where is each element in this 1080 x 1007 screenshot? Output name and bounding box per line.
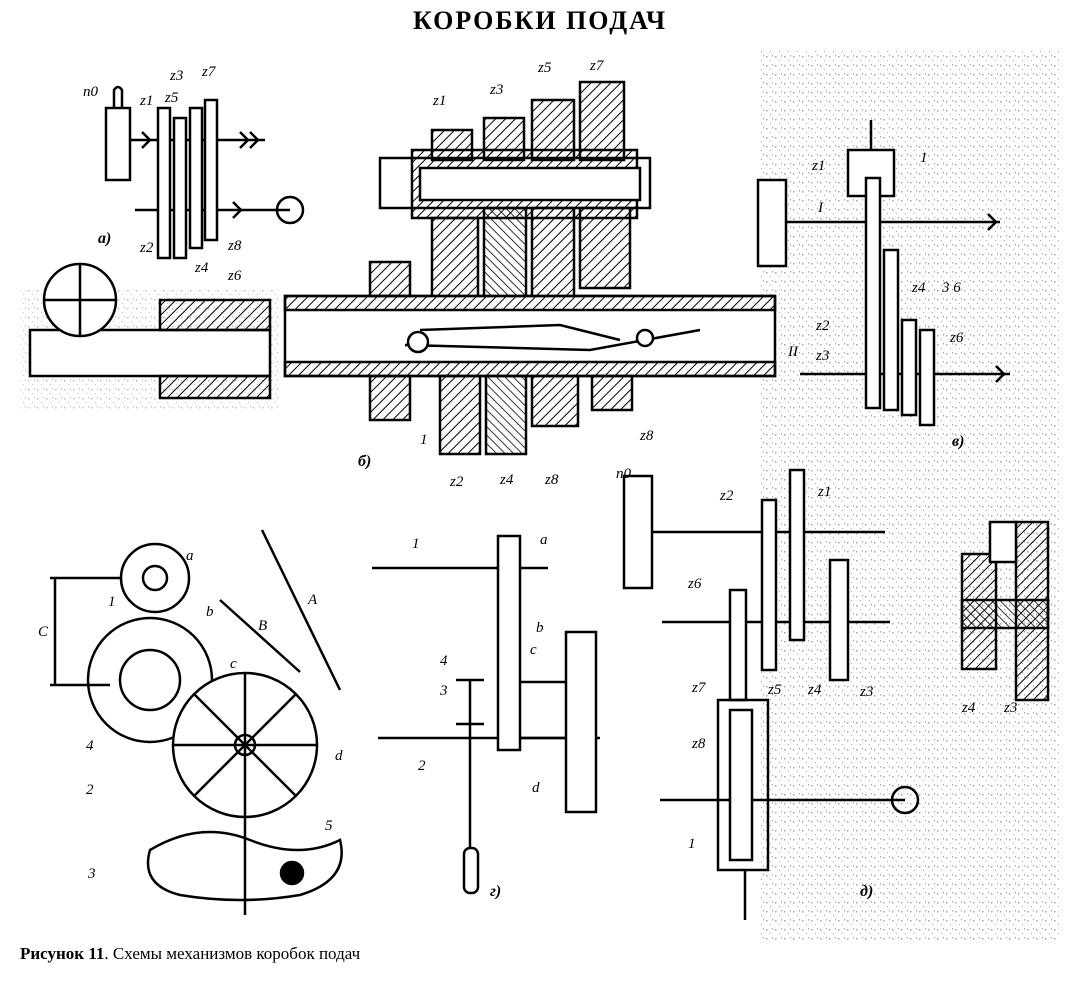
label-gear-5: 5 xyxy=(325,818,333,834)
label-d-z7: z7 xyxy=(691,680,707,696)
label-g-b: b xyxy=(536,620,544,636)
label-v-z6: z6 xyxy=(949,330,964,346)
label-d-z2: z2 xyxy=(719,488,734,504)
scheme-a-labels: n0 z1 z3 z5 z7 z2 z4 z6 z8 xyxy=(83,64,242,284)
label-d-z3: z3 xyxy=(859,684,873,700)
side-sliding-gear-detail xyxy=(960,520,1050,702)
label-a-z4: z4 xyxy=(194,260,209,276)
page-title: КОРОБКИ ПОДАЧ xyxy=(412,6,668,35)
label-b-1: 1 xyxy=(420,432,428,448)
caption-text: . Схемы механизмов коробок подач xyxy=(104,944,361,963)
label-v-z4: z4 xyxy=(911,280,926,296)
panel-label-g: г) xyxy=(490,883,501,900)
label-b-z4: z4 xyxy=(499,472,514,488)
label-gear-c: c xyxy=(230,656,237,672)
label-b-z8: z8 xyxy=(544,472,559,488)
label-g-1: 1 xyxy=(412,536,420,552)
label-b-zB: z8 xyxy=(639,428,654,444)
label-a-z3: z3 xyxy=(169,68,183,84)
scheme-v-labels: z1 1 I z2 z3 z4 3 6 z6 II xyxy=(787,150,964,364)
label-b-z1: z1 xyxy=(432,93,446,109)
label-side-z3: z3 xyxy=(1003,700,1017,716)
label-g-c: c xyxy=(530,642,537,658)
label-g-2: 2 xyxy=(418,758,426,774)
label-gear-A: A xyxy=(307,592,318,608)
label-v-z3: z3 xyxy=(815,348,829,364)
scheme-b-labels: z1 z3 z5 z7 z2 z4 z8 1 z8 xyxy=(420,58,654,490)
label-gear-a: a xyxy=(186,548,194,564)
panel-label-b: б) xyxy=(358,453,371,470)
scheme-g xyxy=(372,534,600,895)
scheme-b xyxy=(28,80,777,456)
label-gear-b: b xyxy=(206,604,214,620)
scheme-d-labels: n0 z2 z1 z6 z5 z4 z3 z7 z8 1 xyxy=(616,466,873,852)
label-b-z5: z5 xyxy=(537,60,552,76)
label-b-z3: z3 xyxy=(489,82,503,98)
label-b-z7: z7 xyxy=(589,58,605,74)
label-a-z5: z5 xyxy=(164,90,179,106)
label-a-z7: z7 xyxy=(201,64,217,80)
panel-label-d: д) xyxy=(860,883,873,900)
label-a-n0: n0 xyxy=(83,84,99,100)
label-a-z8: z8 xyxy=(227,238,242,254)
change-gear-labels: a b c d 1 2 3 4 5 C B A xyxy=(38,548,343,882)
label-side-z4: z4 xyxy=(961,700,976,716)
label-a-z2: z2 xyxy=(139,240,154,256)
label-g-4: 4 xyxy=(440,653,448,669)
label-v-1: 1 xyxy=(920,150,928,166)
label-g-a: a xyxy=(540,532,548,548)
side-detail-labels: z4 z3 xyxy=(961,700,1017,716)
label-d-z4: z4 xyxy=(807,682,822,698)
label-b-z2: z2 xyxy=(449,474,464,490)
caption-number: Рисунок 11 xyxy=(20,944,105,963)
label-d-z1: z1 xyxy=(817,484,831,500)
label-v-z5z6: 3 6 xyxy=(941,280,961,296)
label-v-z2: z2 xyxy=(815,318,830,334)
panel-label-a: а) xyxy=(98,230,111,247)
label-gear-d: d xyxy=(335,748,343,764)
label-gear-4: 4 xyxy=(86,738,94,754)
scheme-g-labels: a b c d 1 2 3 4 xyxy=(412,532,548,796)
label-d-z5: z5 xyxy=(767,682,782,698)
scheme-v xyxy=(756,120,1010,427)
label-d-z8: z8 xyxy=(691,736,706,752)
label-d-z6: z6 xyxy=(687,576,702,592)
label-g-3: 3 xyxy=(439,683,448,699)
label-d-1: 1 xyxy=(688,836,696,852)
label-a-z6: z6 xyxy=(227,268,242,284)
label-v-II: II xyxy=(787,344,799,360)
figure-caption: Рисунок 11. Схемы механизмов коробок под… xyxy=(20,944,360,964)
label-gear-3: 3 xyxy=(87,866,96,882)
label-gear-C: C xyxy=(38,624,49,640)
label-a-z1: z1 xyxy=(139,93,153,109)
label-v-z1: z1 xyxy=(811,158,825,174)
label-gear-1: 1 xyxy=(108,594,116,610)
change-gear-quadrant xyxy=(50,529,343,915)
panel-label-v: в) xyxy=(952,433,964,450)
label-gear-B: B xyxy=(258,618,267,634)
label-gear-2: 2 xyxy=(86,782,94,798)
label-g-d: d xyxy=(532,780,540,796)
scheme-a xyxy=(104,85,305,260)
label-v-I: I xyxy=(817,200,824,216)
label-d-n0: n0 xyxy=(616,466,632,482)
scan-noise xyxy=(760,50,1060,940)
scheme-d xyxy=(622,468,920,920)
